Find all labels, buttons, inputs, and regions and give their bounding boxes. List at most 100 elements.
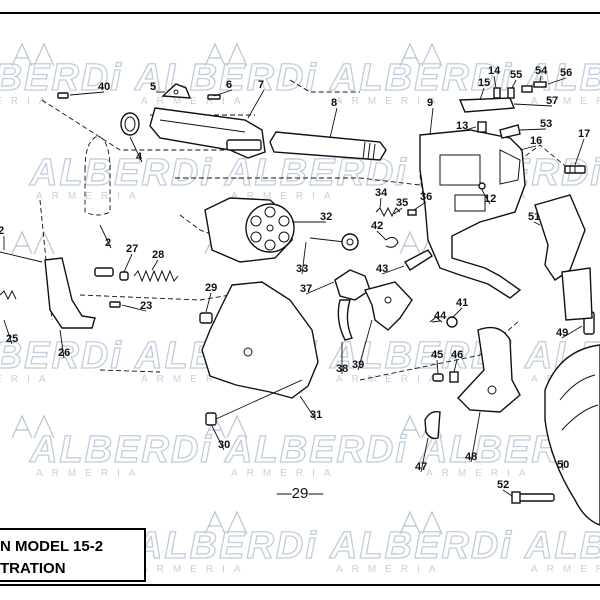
part-40-screw (57, 92, 69, 99)
watermark-sub: ARMERIA (336, 96, 445, 107)
leader-line (493, 75, 497, 89)
leader-line (393, 207, 403, 215)
part-30-screw (205, 379, 303, 426)
part-number-label: 15 (478, 77, 490, 89)
part-number-label: 29 (205, 282, 217, 294)
part-7-barrel (149, 107, 266, 159)
watermark-sub: ARMERIA (231, 191, 340, 202)
watermark-sub: ARMERIA (231, 468, 340, 479)
part-32-cylinder (204, 197, 295, 263)
part-9-frame (419, 129, 526, 299)
leader-line (436, 359, 439, 375)
part-26-trigger-guard (44, 257, 96, 329)
part-number-label: 32 (320, 211, 332, 223)
leader-line (511, 79, 517, 89)
leader-line (513, 103, 553, 107)
watermark-brand: ALBERDi (329, 525, 513, 567)
part-39-hand (364, 281, 413, 331)
leader-line (420, 437, 429, 473)
part-number-label: 54 (535, 65, 548, 77)
leader-line (247, 89, 265, 119)
leader-line (453, 359, 458, 373)
part-number-label: 9 (427, 97, 433, 109)
title-line-1: N MODEL 15-2 (0, 538, 104, 555)
watermark-sub: ARMERIA (141, 374, 250, 385)
part-number-label: 43 (376, 263, 388, 275)
leader-line (301, 241, 307, 275)
part-number-label: 45 (431, 349, 443, 361)
part-number-label: 12 (484, 193, 496, 205)
leader-line (305, 281, 335, 295)
watermark-brand: ALBERDi (224, 429, 408, 471)
leader-line (519, 128, 547, 131)
leader-line (121, 304, 147, 312)
leader-line (205, 292, 212, 313)
leader-line (129, 136, 143, 163)
part-number-label: 39 (352, 359, 364, 371)
watermark-sub: ARMERIA (0, 374, 55, 385)
part-12-screw (478, 182, 486, 190)
watermark-sub: ARMERIA (0, 96, 55, 107)
part-number-label: 31 (310, 409, 322, 421)
leader-line (481, 189, 491, 205)
part-number-label: 37 (300, 283, 312, 295)
leader-line (381, 265, 405, 275)
watermark-logo (11, 414, 55, 439)
leader-line (561, 459, 564, 471)
part-number-label: 35 (396, 197, 408, 209)
leader-line (69, 91, 105, 96)
leader-line (547, 77, 567, 85)
part-number-label: 49 (556, 327, 568, 339)
leader-line (413, 201, 427, 211)
leader-line (213, 89, 233, 97)
leader-line (357, 319, 373, 371)
part-number-label: 13 (456, 120, 468, 132)
watermark-sub: ARMERIA (36, 468, 145, 479)
part-number-label: 50 (557, 459, 569, 471)
part-48-hammer-block (457, 326, 521, 413)
part-number-label: 8 (331, 97, 337, 109)
part-number-label: 26 (58, 347, 70, 359)
part-51-stock (534, 194, 593, 321)
leader-line (3, 319, 13, 345)
leader-line (479, 87, 485, 101)
part-left-rod (0, 251, 114, 277)
watermark-sub: ARMERIA (36, 191, 145, 202)
part-number-label: 33 (296, 263, 308, 275)
part-53-latch (499, 124, 521, 139)
watermark-brand: ALBERDi (29, 429, 213, 471)
watermark-sub: ARMERIA (531, 564, 600, 575)
part-number-label: 41 (456, 297, 468, 309)
watermark-logo (204, 510, 248, 535)
part-43-bolt (404, 249, 433, 271)
part-number-label: 51 (528, 211, 540, 223)
leader-line (533, 221, 541, 226)
diagram-frame (0, 12, 600, 586)
part-number-label: 6 (226, 79, 232, 91)
leader-line (539, 75, 542, 83)
leader-line (574, 138, 585, 166)
watermark-sub: ARMERIA (141, 564, 250, 575)
leader-line (561, 325, 583, 339)
part-5-sight (161, 83, 192, 99)
part-25-spring (0, 289, 17, 301)
watermark-logo (204, 42, 248, 67)
part-number-label: 17 (578, 128, 590, 140)
leader-line (59, 329, 65, 359)
part-number-label: 42 (371, 220, 383, 232)
leader-line (376, 230, 387, 241)
watermark-sub: ARMERIA (531, 96, 600, 107)
watermark-brand: ALBERDi (29, 152, 213, 194)
leader-line (431, 320, 441, 323)
part-33-extractor (309, 233, 359, 251)
title-line-2: TRATION (0, 560, 66, 577)
part-number-label: 56 (560, 67, 572, 79)
leader-line (502, 489, 513, 497)
part-38-trigger (337, 299, 353, 341)
part-number-label: 55 (510, 69, 522, 81)
part-number-label: 27 (126, 243, 138, 255)
part-23-pin (109, 301, 121, 308)
part-2-cylinder-shroud (84, 135, 111, 216)
